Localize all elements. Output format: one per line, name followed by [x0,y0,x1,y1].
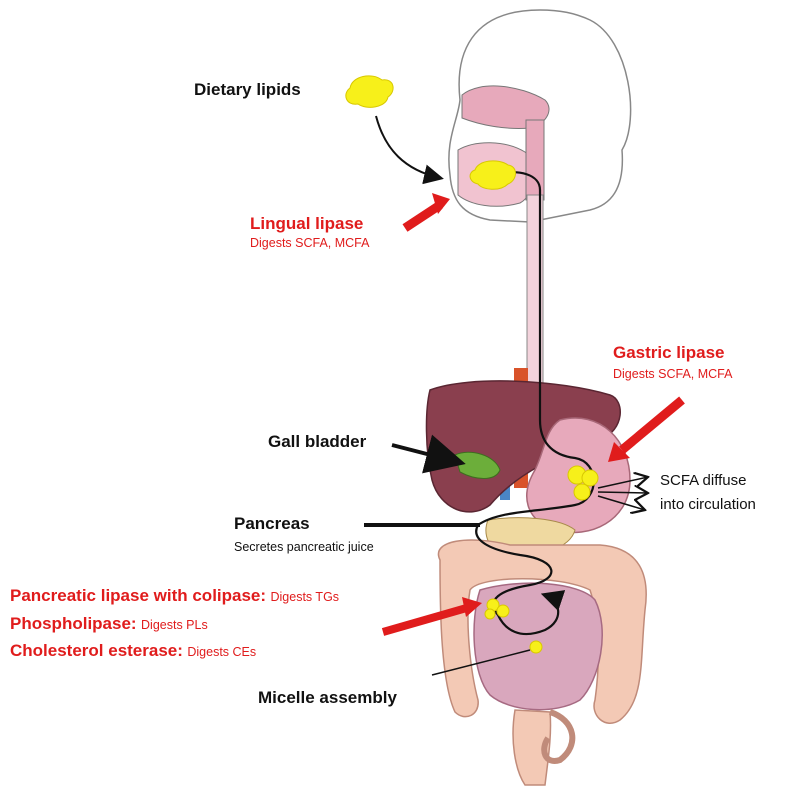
lipid-droplet-stomach-3 [574,484,590,500]
lipid-droplet-stomach-2 [582,470,598,486]
pancreas-label: Pancreas [234,514,310,534]
lipid-droplet-intestine-2 [497,605,509,617]
scfa-diffuse-label: SCFA diffuse [660,472,746,489]
lipid-droplet-intestine-3 [485,609,495,619]
phospholipase-digests: Digests PLs [141,618,208,632]
cholesterol-esterase-row: Cholesterol esterase: Digests CEs [10,641,256,661]
phospholipase-row: Phospholipase: Digests PLs [10,614,208,634]
pancreatic-lipase-row: Pancreatic lipase with colipase: Digests… [10,586,339,606]
micelle-assembly-label: Micelle assembly [258,688,397,708]
gastric-lipase-label: Gastric lipase [613,343,725,363]
cholesterol-esterase-digests: Digests CEs [187,645,256,659]
dietary-to-mouth-arrow [376,116,440,178]
scfa-arrow-2 [598,492,648,493]
into-circulation-label: into circulation [660,496,756,513]
pancreatic-lipase-label: Pancreatic lipase with colipase: [10,586,266,605]
pancreas-secretes-label: Secretes pancreatic juice [234,540,374,554]
cholesterol-esterase-label: Cholesterol esterase: [10,641,183,660]
dietary-lipids-label: Dietary lipids [194,80,301,100]
pharynx [526,120,544,200]
lingual-lipase-digests: Digests SCFA, MCFA [250,236,369,250]
lingual-lipase-arrow [405,205,440,228]
lingual-lipase-label: Lingual lipase [250,214,363,234]
pancreatic-lipase-digests: Digests TGs [271,590,340,604]
phospholipase-label: Phospholipase: [10,614,137,633]
lipid-blob-dietary-icon [346,76,393,107]
gall-bladder-label: Gall bladder [268,432,366,452]
micelle-droplet-icon [530,641,542,653]
gastric-lipase-arrow [622,400,682,450]
gastric-lipase-digests: Digests SCFA, MCFA [613,367,732,381]
